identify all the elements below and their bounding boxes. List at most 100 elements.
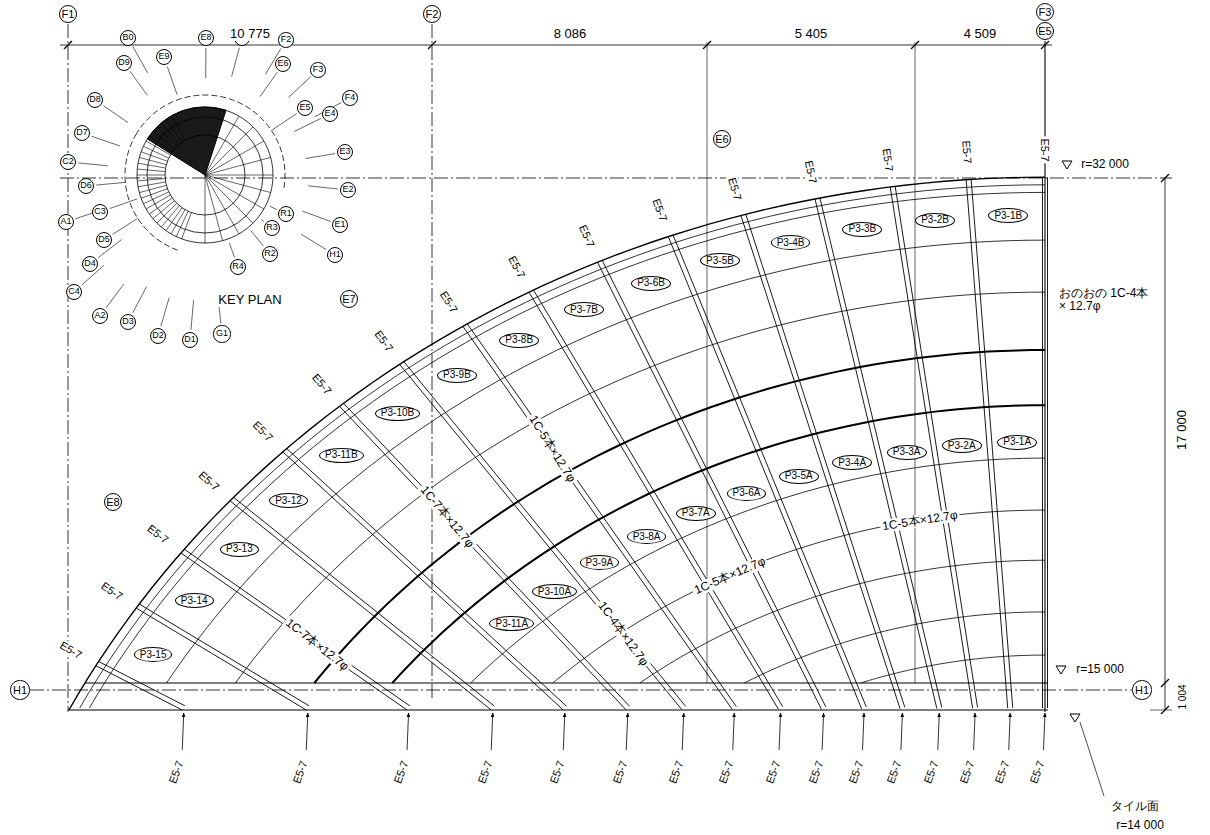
mark-text: P3-9B [443,370,471,380]
mark-text: C3 [94,207,106,216]
panel-mark: P3-4A [832,455,872,470]
level-mark [1056,666,1066,674]
member-callout: E5-7 [165,757,186,787]
panel-mark: P3-10A [532,584,577,599]
panel-mark: P3-9B [437,368,477,383]
member-callout: E5-7 [474,757,495,787]
mark-text: P3-2A [948,441,976,451]
key-plan-axis-mark: D3 [120,314,137,331]
member-callout: E5-7 [390,757,411,787]
key-plan-outer-arc [125,135,178,250]
leader-arrow [626,713,628,750]
key-plan-leader [232,48,240,77]
leader-arrow [563,713,565,750]
grid-axis-mark: E7 [340,290,358,308]
member-callout: E5-7 [371,326,397,355]
member-callout: E5-7 [665,757,686,787]
dimension-tick [428,41,436,49]
mark-text: R4 [232,262,244,271]
dimension-value: 5 405 [793,27,830,41]
key-plan-hatch [143,192,168,204]
key-plan-axis-mark: E4 [322,106,338,122]
cable-note: 1C-7本×12.7φ [282,615,353,675]
key-plan-leader [251,231,264,246]
member-callout: E5-7 [1039,136,1051,163]
mark-text: H1 [13,685,27,696]
grid-axis-line [432,24,433,700]
key-plan-leader [261,220,263,222]
rib-line [136,608,306,710]
key-plan-spoke [205,127,253,175]
leader-arrow [682,713,684,750]
mark-text: E4 [324,109,335,118]
key-plan-leader [92,136,120,146]
key-plan-spoke [205,175,223,241]
key-plan-axis-mark: E6 [275,56,291,72]
mark-text: P3-7A [682,508,710,518]
member-callout: E5-7 [505,252,528,282]
mark-text: P3-1A [1003,437,1031,447]
mark-text: R2 [264,249,276,258]
level-line [85,682,1048,683]
key-plan-axis-mark: E9 [156,49,172,65]
purlin-arc [314,350,1045,683]
mark-text: F2 [281,35,292,44]
key-plan-leader [229,243,234,258]
mark-text: E8 [106,497,119,508]
rib-line [184,549,410,706]
grid-axis-mark: F1 [59,5,77,23]
mark-text: P3-3A [893,447,921,457]
level-note: タイル面 [1109,800,1161,813]
dimension-tick [64,41,72,49]
key-plan-axis-mark: D4 [82,256,99,273]
rib-line [286,448,566,706]
mark-text: D9 [118,58,130,67]
mark-text: P3-12 [275,496,302,506]
key-plan-axis-mark: R2 [262,246,279,263]
rib-line [139,604,309,706]
key-plan-axis-mark: H1 [327,247,344,264]
key-plan-axis-mark: D6 [78,178,95,195]
key-plan-spoke [205,175,253,223]
mark-text: F1 [62,9,75,20]
panel-mark: P3-4B [771,235,811,250]
mark-text: C2 [62,157,74,166]
mark-text: F3 [1039,7,1052,18]
purlin-arc [744,612,1045,683]
grid-axis-mark: E8 [104,493,122,511]
key-plan-leader [191,300,194,330]
key-plan-hatch [137,175,165,176]
member-callout: E5-7 [805,757,826,787]
member-callout: E5-7 [881,145,897,174]
member-callout: E5-7 [1027,757,1048,787]
leader-line [1080,722,1104,796]
panel-mark: P3-8A [627,529,667,544]
key-plan-axis-mark: R4 [230,259,247,276]
level-value: r=15 000 [1074,663,1126,676]
key-plan-axis-mark: D9 [116,55,133,72]
rib-line [1047,177,1048,708]
key-plan-ring [137,107,273,243]
grid-axis-mark: F2 [423,5,441,23]
mark-text: P3-15 [140,650,167,660]
mark-text: E7 [342,294,355,305]
rib-line [96,666,183,710]
rib-line [463,326,732,709]
member-callout: E5-7 [195,467,223,494]
grid-axis-line [68,24,69,712]
rib-line [98,661,185,705]
key-plan-hatch [137,178,165,180]
mark-text: D6 [80,181,92,190]
panel-mark: P3-15 [134,647,173,662]
leader-arrow [491,713,493,750]
key-plan-leader [270,206,277,209]
member-callout: E5-7 [250,417,278,445]
mark-text: D1 [184,335,196,344]
member-callout: E5-7 [289,757,310,787]
level-mark [1062,161,1072,169]
key-plan-axis-mark: D8 [87,92,104,109]
member-callout: E5-7 [609,757,630,787]
member-callout: E5-7 [846,757,867,787]
key-plan-hatch [141,189,167,199]
